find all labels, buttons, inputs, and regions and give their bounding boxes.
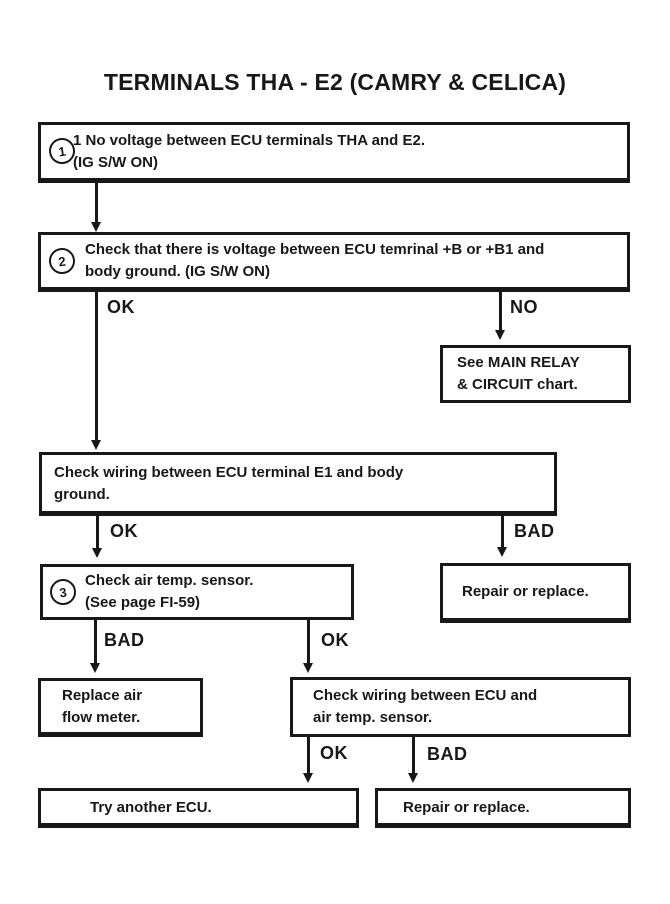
- box-text-line: Repair or replace.: [403, 799, 530, 816]
- arrow-down-icon: [408, 773, 418, 783]
- flow-box-check-e1-text: Check wiring between ECU terminal E1 and…: [54, 462, 403, 506]
- box-text-line: Check wiring between ECU terminal E1 and…: [54, 464, 404, 481]
- branch-label-bad: BAD: [104, 630, 145, 650]
- flow-box-check-e1: Check wiring between ECU terminal E1 and…: [39, 452, 557, 516]
- box-text-line: body ground. (IG S/W ON): [85, 263, 270, 280]
- box-text-line: & CIRCUIT chart.: [457, 376, 578, 393]
- connector-line: [499, 292, 502, 332]
- branch-label-bad: BAD: [514, 521, 555, 541]
- branch-label-ok: OK: [320, 743, 348, 763]
- flow-box-try-another-ecu: Try another ECU.: [38, 788, 359, 828]
- flow-box-step2: 2 Check that there is voltage between EC…: [38, 232, 630, 292]
- flow-box-step3-text: Check air temp. sensor. (See page FI-59): [85, 570, 253, 614]
- box-text-line: ground.: [54, 486, 110, 503]
- flow-box-check-sensor-wiring-text: Check wiring between ECU and air temp. s…: [313, 685, 537, 729]
- flow-box-replace-air-flow-meter: Replace air flow meter.: [38, 678, 203, 737]
- flow-box-check-sensor-wiring: Check wiring between ECU and air temp. s…: [290, 677, 631, 737]
- box-text-line: Check air temp. sensor.: [85, 572, 254, 589]
- arrow-down-icon: [303, 663, 313, 673]
- flow-box-main-relay: See MAIN RELAY & CIRCUIT chart.: [440, 345, 631, 403]
- step-number-badge-3: 3: [48, 577, 78, 607]
- box-text-line: (See page FI-59): [85, 594, 201, 611]
- box-text-line: Check that there is voltage between ECU …: [85, 241, 545, 258]
- flow-box-replace-afm-text: Replace air flow meter.: [62, 685, 142, 729]
- connector-line: [95, 183, 98, 226]
- box-text-line: 1 No voltage between ECU terminals THA a…: [73, 132, 426, 149]
- flow-box-step2-text: Check that there is voltage between ECU …: [85, 239, 544, 283]
- box-text-line: flow meter.: [62, 709, 141, 726]
- flow-box-step1-text: 1 No voltage between ECU terminals THA a…: [73, 130, 425, 174]
- flow-box-try-ecu-text: Try another ECU.: [90, 797, 212, 819]
- arrow-down-icon: [495, 330, 505, 340]
- page-title: TERMINALS THA - E2 (CAMRY & CELICA): [103, 69, 567, 95]
- flow-box-repair-bottom-text: Repair or replace.: [403, 797, 530, 819]
- branch-label-ok: OK: [321, 630, 349, 650]
- box-text-line: Check wiring between ECU and: [313, 687, 538, 704]
- flow-box-repair-upper-text: Repair or replace.: [462, 581, 589, 603]
- connector-line: [95, 292, 98, 442]
- flow-box-main-relay-text: See MAIN RELAY & CIRCUIT chart.: [457, 352, 580, 396]
- box-text-line: air temp. sensor.: [313, 709, 433, 726]
- flow-box-step3: 3 Check air temp. sensor. (See page FI-5…: [40, 564, 354, 620]
- flow-box-repair-upper: Repair or replace.: [440, 563, 631, 623]
- branch-label-bad: BAD: [427, 744, 468, 764]
- arrow-down-icon: [92, 548, 102, 558]
- flow-box-repair-bottom: Repair or replace.: [375, 788, 631, 828]
- box-text-line: Replace air: [62, 687, 143, 704]
- connector-line: [307, 737, 310, 775]
- arrow-down-icon: [90, 663, 100, 673]
- flow-box-step1: 1 1 No voltage between ECU terminals THA…: [38, 122, 630, 183]
- arrow-down-icon: [497, 547, 507, 557]
- branch-label-ok: OK: [107, 297, 135, 317]
- arrow-down-icon: [91, 440, 101, 450]
- box-text-line: Try another ECU.: [90, 799, 212, 816]
- arrow-down-icon: [91, 222, 101, 232]
- box-text-line: Repair or replace.: [462, 583, 589, 600]
- connector-line: [307, 620, 310, 665]
- connector-line: [412, 737, 415, 775]
- connector-line: [96, 516, 99, 551]
- branch-label-ok: OK: [110, 521, 138, 541]
- branch-label-no: NO: [510, 297, 538, 317]
- box-text-line: See MAIN RELAY: [457, 354, 580, 371]
- step-number-badge-2: 2: [47, 246, 77, 276]
- connector-line: [501, 516, 504, 550]
- box-text-line: (IG S/W ON): [73, 154, 158, 171]
- arrow-down-icon: [303, 773, 313, 783]
- connector-line: [94, 620, 97, 665]
